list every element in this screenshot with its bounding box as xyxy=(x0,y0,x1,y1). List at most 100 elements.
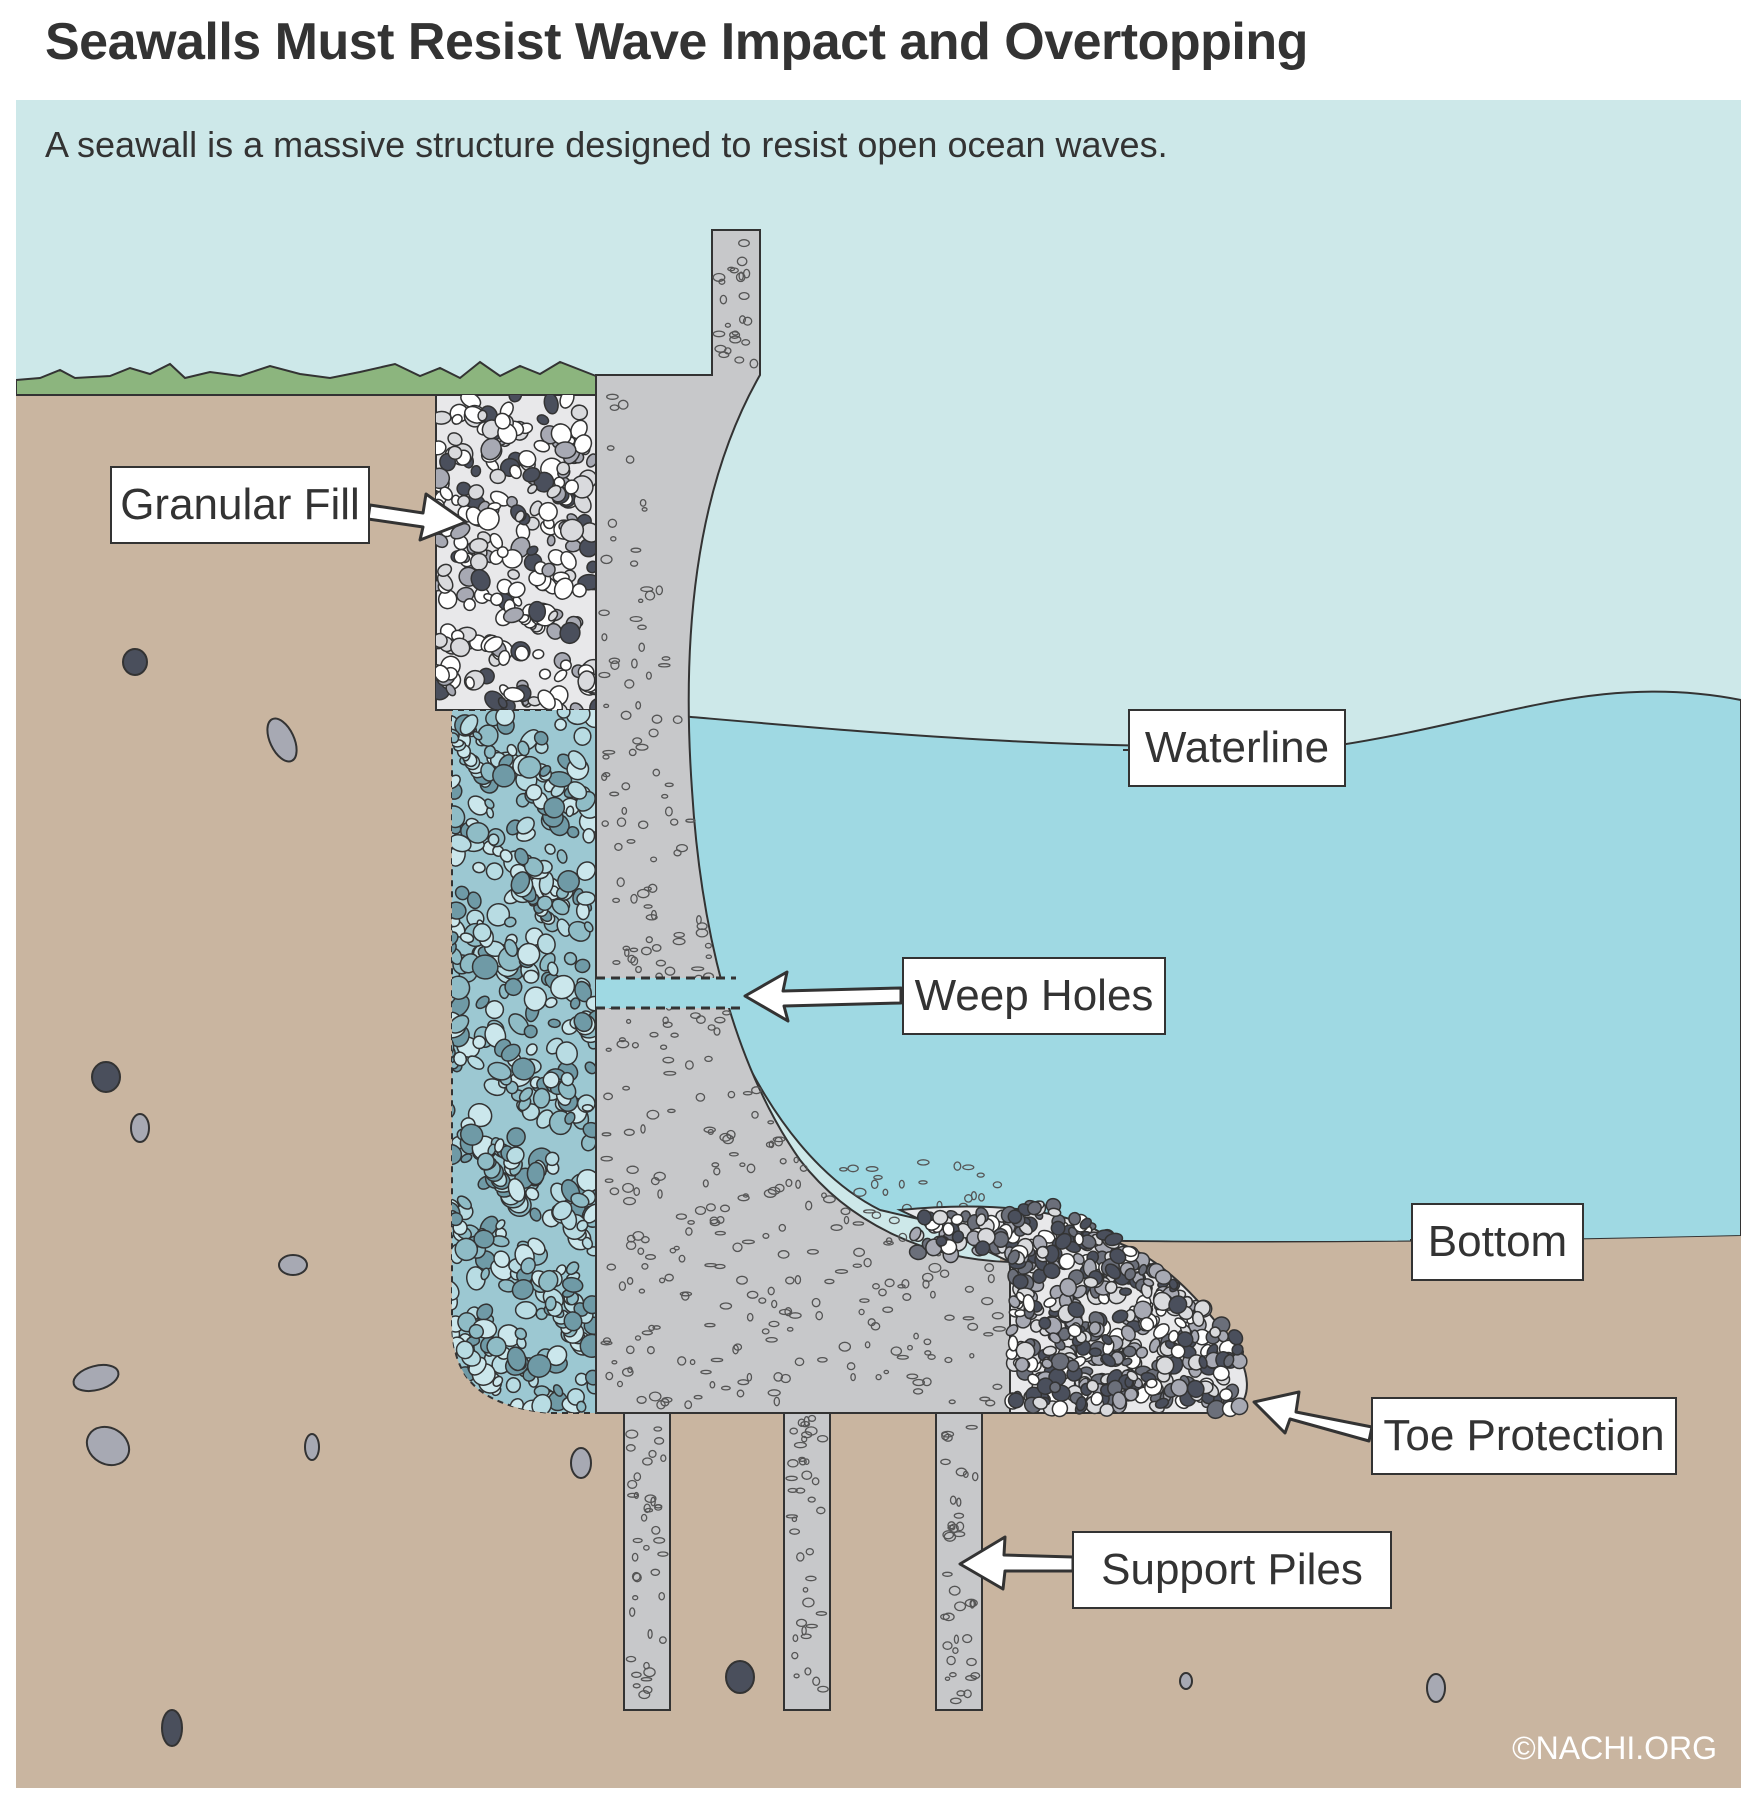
stone xyxy=(490,592,504,607)
stone xyxy=(1118,1287,1133,1297)
stone xyxy=(508,395,523,403)
stone xyxy=(518,449,537,468)
stone xyxy=(497,696,508,709)
stone xyxy=(569,997,581,1010)
stone xyxy=(538,668,552,680)
stone xyxy=(497,649,511,666)
stone xyxy=(457,494,471,508)
stone xyxy=(460,1153,473,1164)
stone xyxy=(514,645,530,662)
stone xyxy=(570,404,589,421)
stone xyxy=(546,534,556,547)
stone xyxy=(546,484,562,499)
stone xyxy=(467,484,485,501)
stone xyxy=(480,437,502,461)
stone xyxy=(514,1301,538,1320)
label-weep-holes: Weep Holes xyxy=(902,957,1166,1035)
stone xyxy=(459,1123,484,1146)
stone xyxy=(451,413,463,425)
stone xyxy=(1068,1211,1082,1226)
stone xyxy=(544,843,556,855)
stone xyxy=(544,1151,560,1167)
stone xyxy=(453,1051,468,1067)
stone xyxy=(494,412,511,430)
label-bottom: Bottom xyxy=(1411,1203,1584,1281)
stone xyxy=(518,1087,534,1102)
stone xyxy=(543,395,559,415)
stone xyxy=(483,636,504,653)
stone xyxy=(571,583,587,598)
grass xyxy=(16,360,597,396)
stone xyxy=(504,977,523,997)
label-waterline: Waterline xyxy=(1128,709,1346,787)
stone xyxy=(505,1377,522,1394)
stone xyxy=(1088,1347,1102,1358)
stone xyxy=(471,954,499,980)
credit-text: ©NACHI.ORG xyxy=(1512,1730,1717,1766)
stone xyxy=(554,441,577,459)
stone xyxy=(459,932,475,944)
stone xyxy=(589,698,596,710)
stone xyxy=(477,409,488,422)
stone xyxy=(543,796,566,819)
stone xyxy=(496,546,509,559)
stone xyxy=(525,1043,538,1056)
stone xyxy=(514,1327,528,1340)
stone xyxy=(437,563,453,577)
stone xyxy=(522,467,541,483)
stone xyxy=(581,1103,594,1112)
stone xyxy=(1012,1273,1029,1290)
stone xyxy=(460,395,482,409)
stone xyxy=(483,744,497,760)
stone xyxy=(511,1057,536,1081)
stone xyxy=(514,510,525,523)
weep-hole xyxy=(596,978,736,1008)
stone xyxy=(537,689,556,710)
stone xyxy=(447,432,463,447)
stone xyxy=(503,938,519,958)
stone xyxy=(574,1372,589,1386)
label-granular-fill: Granular Fill xyxy=(110,466,370,544)
stone xyxy=(467,1055,485,1070)
stone xyxy=(495,1219,506,1230)
label-toe-protection: Toe Protection xyxy=(1371,1397,1677,1475)
stone xyxy=(529,1207,542,1222)
label-support-piles: Support Piles xyxy=(1072,1531,1392,1609)
stone xyxy=(559,395,575,409)
stone xyxy=(507,568,520,580)
stone xyxy=(436,632,448,649)
stone xyxy=(517,755,542,779)
stone xyxy=(477,507,500,531)
stone xyxy=(493,1250,511,1269)
stone xyxy=(527,483,538,495)
stone xyxy=(503,686,525,703)
stone xyxy=(560,550,577,571)
stone xyxy=(556,461,571,476)
stone xyxy=(499,849,513,863)
stone xyxy=(556,918,571,937)
stone xyxy=(465,676,475,689)
stone xyxy=(450,637,471,658)
stone xyxy=(582,827,596,844)
stone xyxy=(532,649,545,660)
stone xyxy=(1014,1357,1030,1373)
stone xyxy=(559,518,585,543)
stone xyxy=(526,1161,545,1186)
stone xyxy=(507,581,526,599)
soil xyxy=(16,395,1741,1788)
stone xyxy=(570,419,588,440)
stone xyxy=(480,1267,490,1281)
stone xyxy=(470,464,482,478)
stone xyxy=(526,545,539,556)
stone xyxy=(577,670,596,692)
stone xyxy=(466,891,482,910)
stone xyxy=(1066,1359,1080,1373)
stone xyxy=(564,479,579,495)
stone xyxy=(436,440,447,456)
stone xyxy=(554,718,567,731)
stone xyxy=(492,763,516,788)
stone xyxy=(485,862,504,881)
stone xyxy=(470,568,491,592)
stone xyxy=(538,501,558,522)
stone xyxy=(552,1384,564,1397)
